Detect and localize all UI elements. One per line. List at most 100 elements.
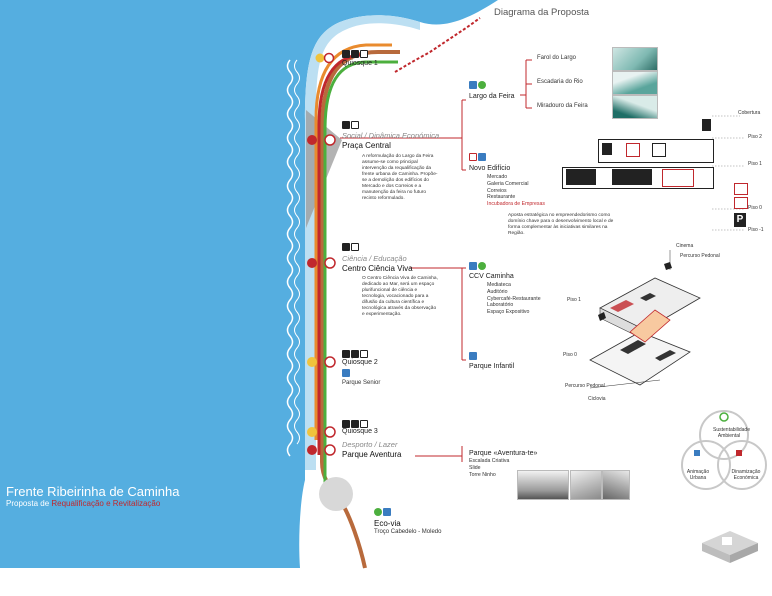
ccv-label-ciclovia: Ciclovia (588, 396, 606, 402)
ciencia-name: Centro Ciência Viva (342, 264, 413, 273)
ccv-label-percurso-bottom: Percurso Pedonal (565, 383, 605, 389)
ecovia-icons (374, 508, 392, 517)
subtitle-prefix: Proposta de (6, 499, 50, 508)
largo-icons (469, 81, 487, 90)
ccv-title: CCV Caminha (469, 273, 514, 280)
ecovia-subtitle: Troço Cabedelo - Moledo (374, 529, 442, 535)
connectors (340, 59, 532, 462)
wifi-icon (360, 420, 368, 428)
restroom-icon (342, 350, 350, 358)
novo-highlight: Incubadora de Empresas (487, 201, 545, 208)
quiosque2-label: Quiosque 2 (342, 359, 378, 366)
kiosk-icon (351, 50, 359, 58)
miradouro-thumbnail (612, 95, 658, 119)
diagram-title: Diagrama da Proposta (494, 7, 590, 18)
sea-area (0, 0, 498, 568)
ecovia-name: Eco-via (374, 519, 401, 528)
eco-icon (478, 262, 486, 270)
people-icon (342, 369, 350, 377)
aventura-photo-2 (570, 470, 602, 500)
parque-senior-icons (342, 369, 351, 378)
wifi-icon (360, 50, 368, 58)
ciencia-icons (342, 243, 360, 252)
praca-icons (342, 121, 360, 130)
subtitle-highlight: Requalificação e Revitalização (51, 499, 161, 508)
route-end-circle (319, 477, 353, 511)
novo-item-1: Mercado (487, 174, 508, 180)
ccv-item-5: Espaço Expositivo (487, 309, 530, 316)
venn-top-label: Sustentabilidade Ambiental (713, 427, 750, 439)
aventura-list: Escalada Criativa Slide Torre Ninho (469, 458, 509, 478)
restaurant-icon (342, 243, 350, 251)
novo-edificio-note: Aposta estratégica no empreendedorismo c… (508, 213, 614, 236)
ccv-label-piso0: Piso 0 (563, 352, 577, 358)
ccv-label-cinema: Cinema (676, 243, 694, 249)
ccv-list: Mediateca Auditório Cybercafé-Restaurant… (487, 282, 541, 316)
praca-name: Praça Central (342, 141, 391, 150)
kiosk-icon (351, 350, 359, 358)
quiosque1-icons (342, 50, 369, 59)
ccv-label-piso1: Piso 1 (567, 297, 581, 303)
floor-lines (712, 115, 745, 231)
brown-route (320, 50, 400, 569)
eco-icon (374, 508, 382, 516)
wave-line-2 (294, 59, 300, 445)
floor-piso-1: Piso -1 (748, 227, 764, 233)
novo-edificio-icons (469, 153, 487, 162)
aventura-photo-3 (602, 470, 630, 500)
aventura-item-3: Torre Ninho (469, 471, 496, 478)
ccv-item-3: Cybercafé-Restaurante (487, 295, 541, 302)
project-title: Frente Ribeirinha de Caminha (6, 484, 180, 499)
wifi-icon (351, 121, 359, 129)
ccv-icons (469, 262, 487, 271)
desporto-name: Parque Aventura (342, 450, 402, 459)
escadaria-thumbnail (612, 71, 658, 95)
floor-piso0: Piso 0 (748, 205, 762, 211)
parque-infantil-title: Parque Infantil (469, 363, 515, 370)
mail-icon-2 (734, 197, 748, 209)
aventura-item-2: Slide (469, 464, 481, 471)
people-icon (469, 81, 477, 89)
ccv-item-4: Laboratório (487, 302, 514, 309)
people-icon (469, 262, 477, 270)
aventura-item-1: Escalada Criativa (469, 458, 510, 464)
quiosque1-label: Quiosque 1 (342, 60, 378, 67)
farol-thumbnail (612, 47, 658, 71)
novo-item-2: Galeria Comercial (487, 180, 529, 187)
floor-piso1: Piso 1 (748, 161, 762, 167)
eco-icon (478, 81, 486, 89)
parking-icon: P (734, 213, 746, 227)
novo-edificio-title: Novo Edifício (469, 165, 511, 172)
quiosque3-icons (342, 420, 369, 429)
novo-item-3: Correios (487, 187, 507, 194)
novo-item-4: Restaurante (487, 194, 516, 201)
wave-line (286, 59, 294, 457)
largo-feira-title: Largo da Feira (469, 93, 515, 100)
largo-item-1: Farol do Largo (537, 55, 577, 61)
largo-item-2: Escadaria do Rio (537, 79, 583, 85)
praca-category: Social / Dinâmica Económica (342, 131, 440, 140)
quiosque2-icons (342, 350, 369, 359)
quiosque3-label: Quiosque 3 (342, 428, 378, 435)
restroom-icon (342, 420, 350, 428)
restroom-icon (342, 50, 350, 58)
venn-left-label: Animação Urbana (686, 469, 710, 481)
logo-mark (702, 531, 758, 563)
desporto-category: Desporto / Lazer (342, 440, 398, 449)
ciencia-category: Ciência / Educação (342, 254, 407, 263)
venn-diagram (681, 410, 767, 490)
kiosk-icon (351, 420, 359, 428)
parque-senior-label: Parque Senior (342, 380, 381, 386)
ccv-label-percurso-top: Percurso Pedonal (680, 253, 720, 259)
people-icon (469, 352, 477, 360)
venn-right-label: Dinamização Económica (731, 469, 761, 481)
floor-cobertura: Cobertura (738, 110, 761, 116)
ccv-isometric-drawing (589, 250, 701, 389)
wifi-icon (360, 350, 368, 358)
wifi-icon (351, 243, 359, 251)
parque-infantil-icons (469, 352, 478, 361)
ciencia-description: O Centro Ciência Viva de Caminha, dedica… (362, 276, 438, 317)
largo-item-3: Miradouro da Feira (537, 103, 588, 109)
restaurant-icon (342, 121, 350, 129)
